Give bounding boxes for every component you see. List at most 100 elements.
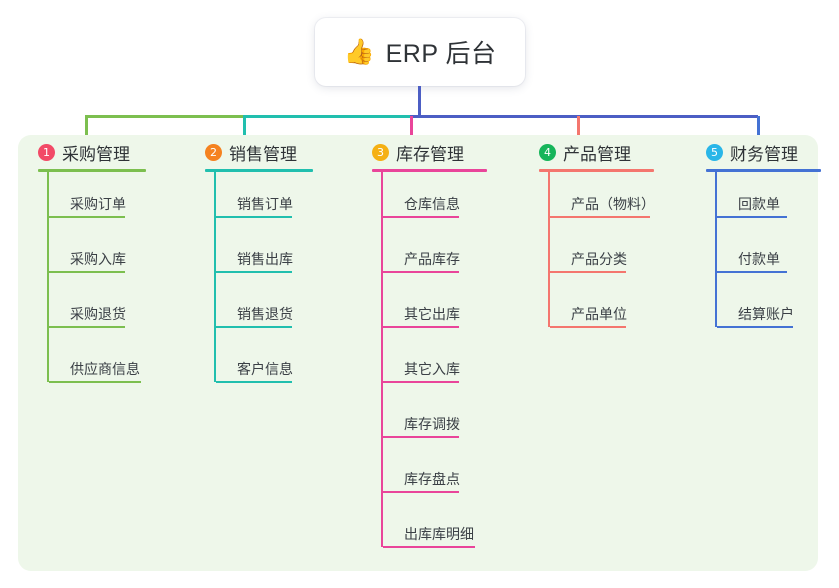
- branch-title-4: 产品管理: [563, 144, 631, 164]
- branch-item-label: 回款单: [738, 196, 780, 212]
- branch-title-5: 财务管理: [730, 144, 798, 164]
- branch-item[interactable]: 库存调拨: [383, 392, 487, 447]
- branch-item-rule: [216, 216, 292, 218]
- connector-bus-teal: [243, 115, 410, 118]
- branch-column-3: 3 库存管理仓库信息产品库存其它出库其它入库库存调拨库存盘点出库库明细: [352, 135, 487, 557]
- branch-item-label: 供应商信息: [70, 361, 140, 377]
- branch-item[interactable]: 销售退货: [216, 282, 313, 337]
- branch-item-label: 出库库明细: [404, 526, 474, 542]
- branch-item-rule: [216, 271, 292, 273]
- branch-item[interactable]: 客户信息: [216, 337, 313, 392]
- branch-item-label: 销售出库: [237, 251, 293, 267]
- branch-item-rule: [49, 271, 125, 273]
- branch-item[interactable]: 产品库存: [383, 227, 487, 282]
- branch-spine-1: [47, 172, 49, 382]
- branch-item[interactable]: 仓库信息: [383, 172, 487, 227]
- branch-item[interactable]: 结算账户: [717, 282, 821, 337]
- branch-item-label: 付款单: [738, 251, 780, 267]
- branch-rule-1: [38, 169, 146, 172]
- branch-title-2: 销售管理: [229, 144, 297, 164]
- branch-item-label: 产品库存: [404, 251, 460, 267]
- branch-badge-2: 2: [205, 143, 222, 161]
- branch-items-3: 仓库信息产品库存其它出库其它入库库存调拨库存盘点出库库明细: [352, 172, 487, 557]
- branch-rule-2: [205, 169, 313, 172]
- branch-items-4: 产品（物料） 产品分类产品单位: [519, 172, 655, 337]
- branch-item-rule: [383, 326, 459, 328]
- branch-item[interactable]: 其它入库: [383, 337, 487, 392]
- branch-item-rule: [49, 381, 141, 383]
- branch-item-label: 其它入库: [404, 361, 460, 377]
- branch-item[interactable]: 回款单: [717, 172, 821, 227]
- branch-item-rule: [717, 216, 787, 218]
- branch-item-label: 库存盘点: [404, 471, 460, 487]
- branch-items-1: 采购订单采购入库采购退货供应商信息: [18, 172, 146, 392]
- branch-item-label: 其它出库: [404, 306, 460, 322]
- branch-item-label: 产品（物料）: [571, 196, 655, 212]
- branch-item-label: 库存调拨: [404, 416, 460, 432]
- branch-items-5: 回款单付款单结算账户: [686, 172, 821, 337]
- branch-item[interactable]: 供应商信息: [49, 337, 146, 392]
- root-node-inner: 👍 ERP 后台: [343, 34, 496, 70]
- branch-rule-5: [706, 169, 821, 172]
- branch-item[interactable]: 销售出库: [216, 227, 313, 282]
- branch-item[interactable]: 产品（物料）: [550, 172, 655, 227]
- branch-header-3[interactable]: 3 库存管理: [352, 135, 487, 169]
- branch-spine-3: [381, 172, 383, 547]
- branch-spine-5: [715, 172, 717, 327]
- branch-item-label: 仓库信息: [404, 196, 460, 212]
- branch-item-rule: [383, 491, 459, 493]
- branch-rule-3: [372, 169, 487, 172]
- branch-item-rule: [383, 216, 459, 218]
- branch-rule-4: [539, 169, 654, 172]
- branch-spine-2: [214, 172, 216, 382]
- branch-item-label: 产品分类: [571, 251, 627, 267]
- root-connector-stem: [418, 86, 421, 116]
- branch-item[interactable]: 其它出库: [383, 282, 487, 337]
- branch-item[interactable]: 采购退货: [49, 282, 146, 337]
- branch-item-label: 销售退货: [237, 306, 293, 322]
- branch-item-label: 采购退货: [70, 306, 126, 322]
- branch-item-label: 产品单位: [571, 306, 627, 322]
- branch-item-rule: [49, 326, 125, 328]
- branch-header-2[interactable]: 2 销售管理: [185, 135, 313, 169]
- thumbs-up-icon: 👍: [343, 37, 375, 66]
- branch-item[interactable]: 产品单位: [550, 282, 654, 337]
- branch-items-2: 销售订单销售出库销售退货客户信息: [185, 172, 313, 392]
- connector-bus-blue: [410, 115, 758, 118]
- branch-title-3: 库存管理: [396, 144, 464, 164]
- branch-item[interactable]: 出库库明细: [383, 502, 487, 557]
- branch-badge-3: 3: [372, 143, 389, 161]
- branch-item-label: 销售订单: [237, 196, 293, 212]
- branch-item[interactable]: 采购订单: [49, 172, 146, 227]
- branch-item[interactable]: 付款单: [717, 227, 821, 282]
- branch-item-label: 采购入库: [70, 251, 126, 267]
- branch-item-rule: [383, 271, 459, 273]
- branch-item-label: 结算账户: [738, 306, 794, 322]
- branch-item-rule: [383, 381, 459, 383]
- branch-item-rule: [383, 546, 475, 548]
- branch-item[interactable]: 采购入库: [49, 227, 146, 282]
- branch-item-label: 采购订单: [70, 196, 126, 212]
- branch-item-rule: [216, 326, 292, 328]
- branch-item-rule: [717, 326, 793, 328]
- branch-item[interactable]: 库存盘点: [383, 447, 487, 502]
- branch-item-label: 客户信息: [237, 361, 293, 377]
- root-node[interactable]: 👍 ERP 后台: [315, 18, 525, 86]
- branch-item[interactable]: 销售订单: [216, 172, 313, 227]
- branch-item-rule: [717, 271, 787, 273]
- branch-column-2: 2 销售管理销售订单销售出库销售退货客户信息: [185, 135, 313, 392]
- branch-item[interactable]: 产品分类: [550, 227, 654, 282]
- branch-item-rule: [383, 436, 459, 438]
- branch-spine-4: [548, 172, 550, 327]
- root-title: ERP 后台: [385, 40, 497, 68]
- branch-item-rule: [49, 216, 125, 218]
- branch-item-rule: [550, 271, 626, 273]
